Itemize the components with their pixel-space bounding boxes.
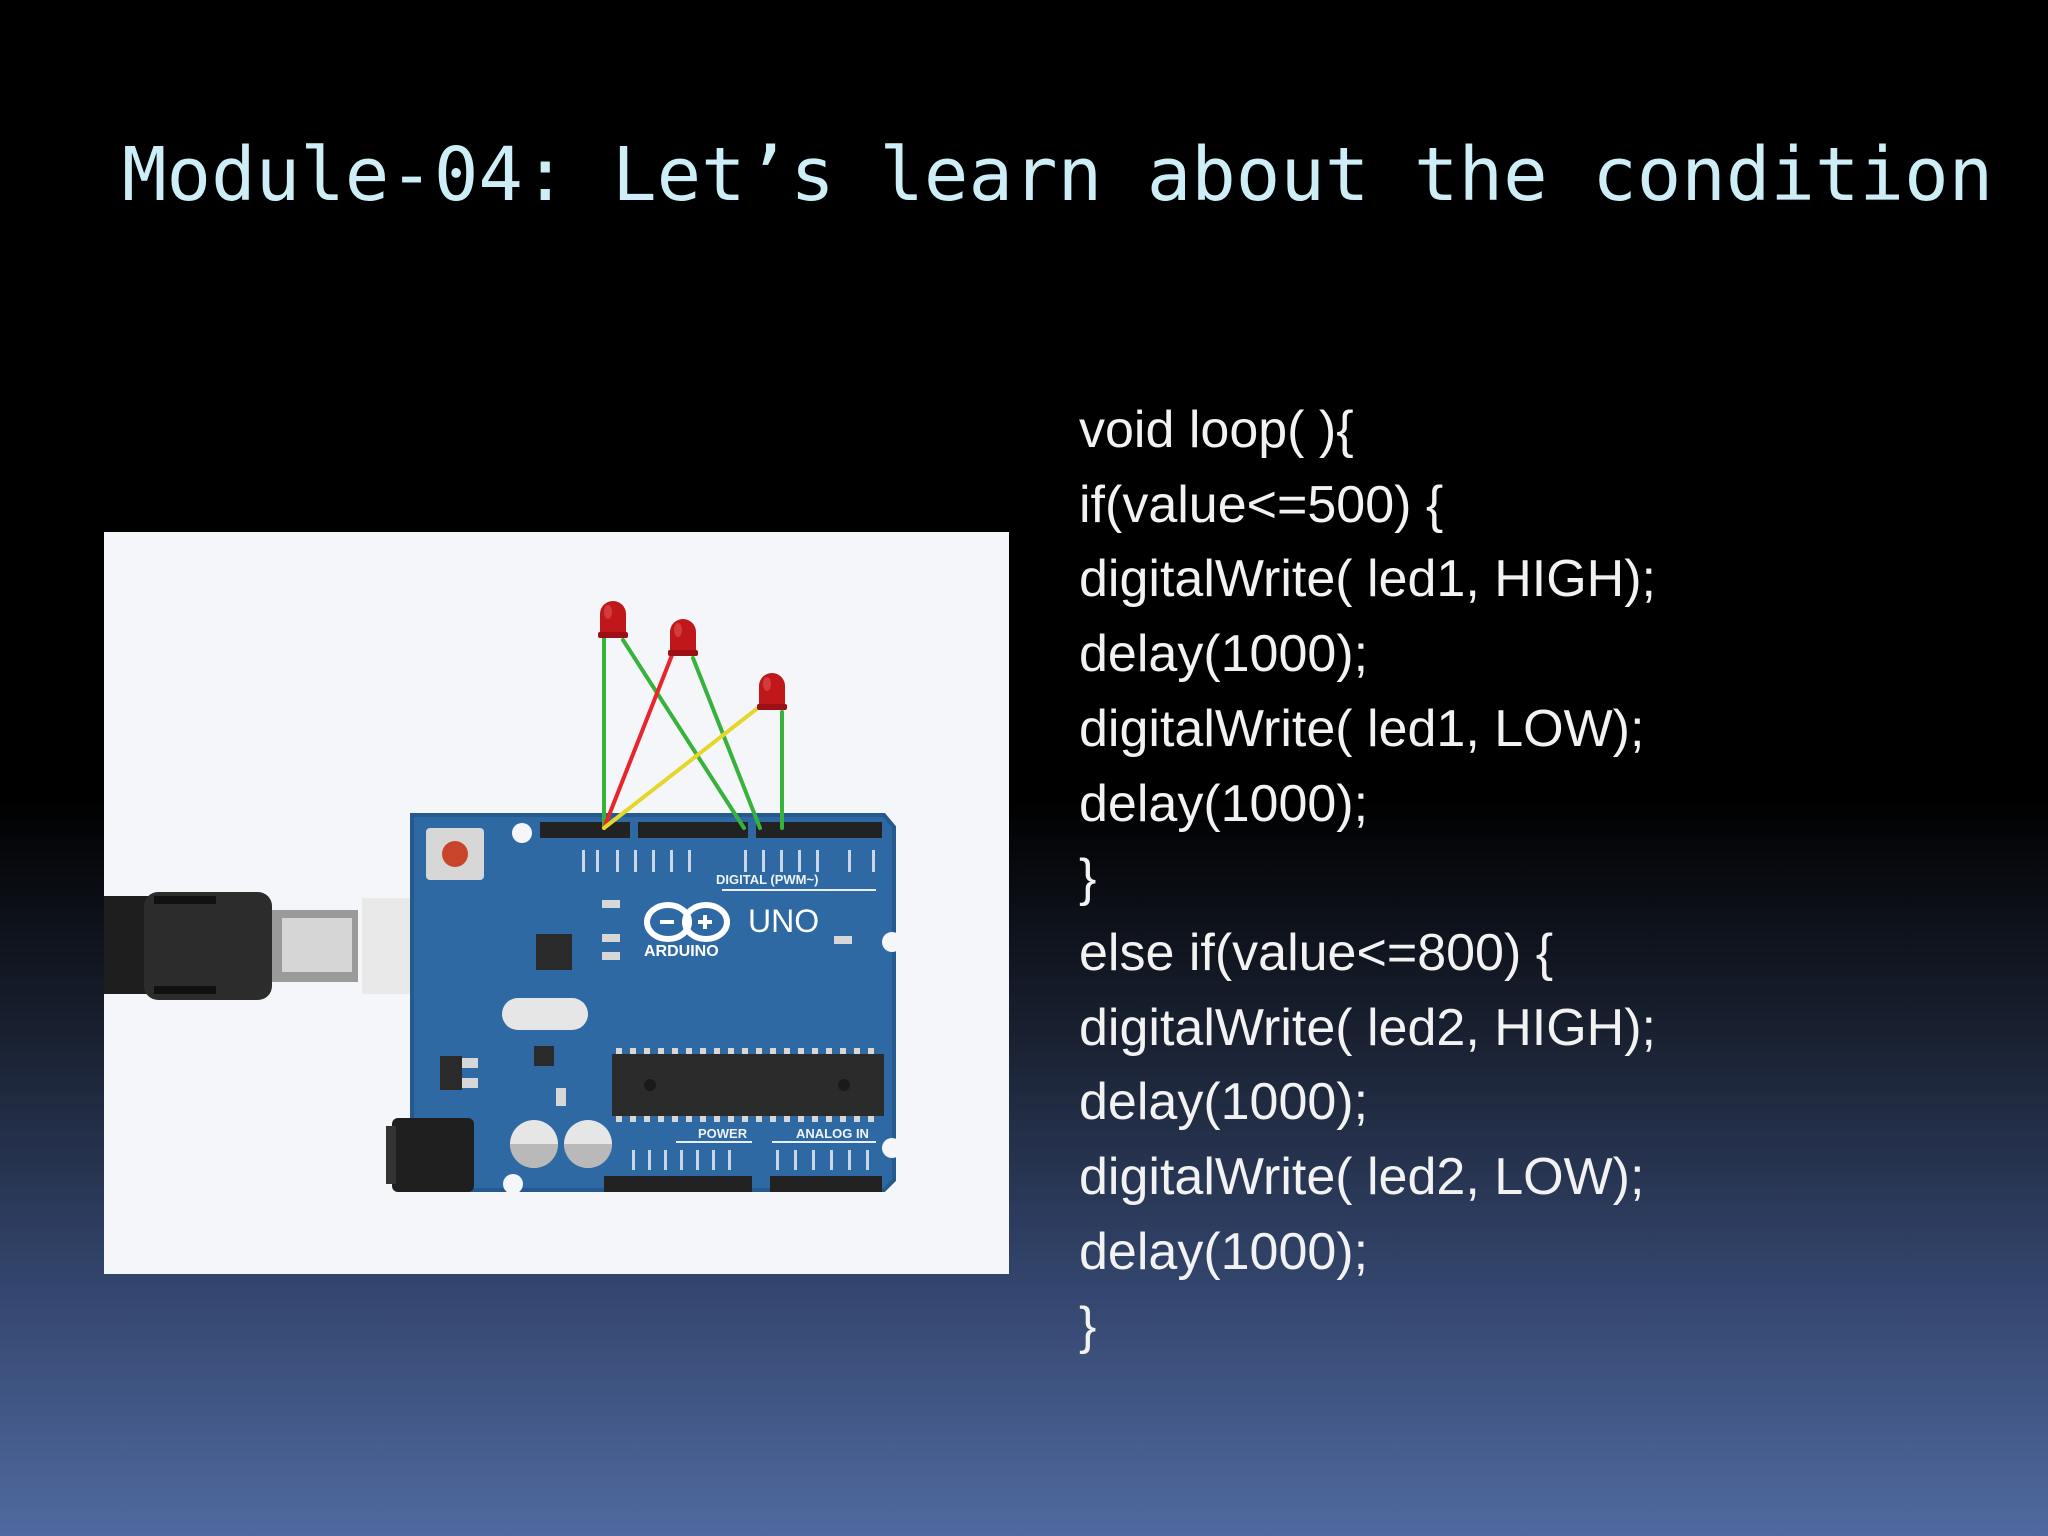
jumper-wires bbox=[602, 630, 784, 830]
board-model-label: UNO bbox=[748, 903, 819, 939]
code-line: digitalWrite( led1, LOW); bbox=[1079, 699, 1645, 758]
arduino-board: DIGITAL (PWM~) ARDUINO UNO bbox=[386, 813, 902, 1194]
code-line: delay(1000); bbox=[1079, 625, 1369, 684]
code-line: delay(1000); bbox=[1079, 1073, 1369, 1132]
code-line: digitalWrite( led2, HIGH); bbox=[1079, 998, 1656, 1057]
code-line: digitalWrite( led2, LOW); bbox=[1079, 1148, 1645, 1207]
digital-header-label: DIGITAL (PWM~) bbox=[716, 872, 818, 887]
led-1 bbox=[598, 601, 628, 638]
code-line: delay(1000); bbox=[1079, 1222, 1369, 1281]
code-line: void loop( ){ bbox=[1079, 401, 1354, 459]
code-line: digitalWrite( led1, HIGH); bbox=[1079, 550, 1656, 609]
led-2 bbox=[668, 619, 698, 656]
arduino-circuit-svg: DIGITAL (PWM~) ARDUINO UNO bbox=[104, 601, 902, 1194]
code-line: } bbox=[1079, 849, 1097, 908]
power-header-label: POWER bbox=[698, 1126, 748, 1141]
arduino-circuit-image: DIGITAL (PWM~) ARDUINO UNO bbox=[104, 532, 1009, 1274]
arduino-logo-icon bbox=[644, 902, 730, 942]
code-line: else if(value<=800) { bbox=[1079, 923, 1554, 982]
code-line: if(value<=500) { bbox=[1079, 475, 1444, 534]
code-line: } bbox=[1079, 1297, 1097, 1356]
board-brand-label: ARDUINO bbox=[644, 943, 719, 960]
code-line: delay(1000); bbox=[1079, 774, 1369, 833]
analog-header-label: ANALOG IN bbox=[796, 1126, 869, 1141]
slide-title: Module-04: Let’s learn about the conditi… bbox=[122, 132, 1994, 218]
code-block: void loop( ){ if(value<=500) { digitalWr… bbox=[1079, 393, 1656, 1364]
led-3 bbox=[757, 673, 787, 710]
